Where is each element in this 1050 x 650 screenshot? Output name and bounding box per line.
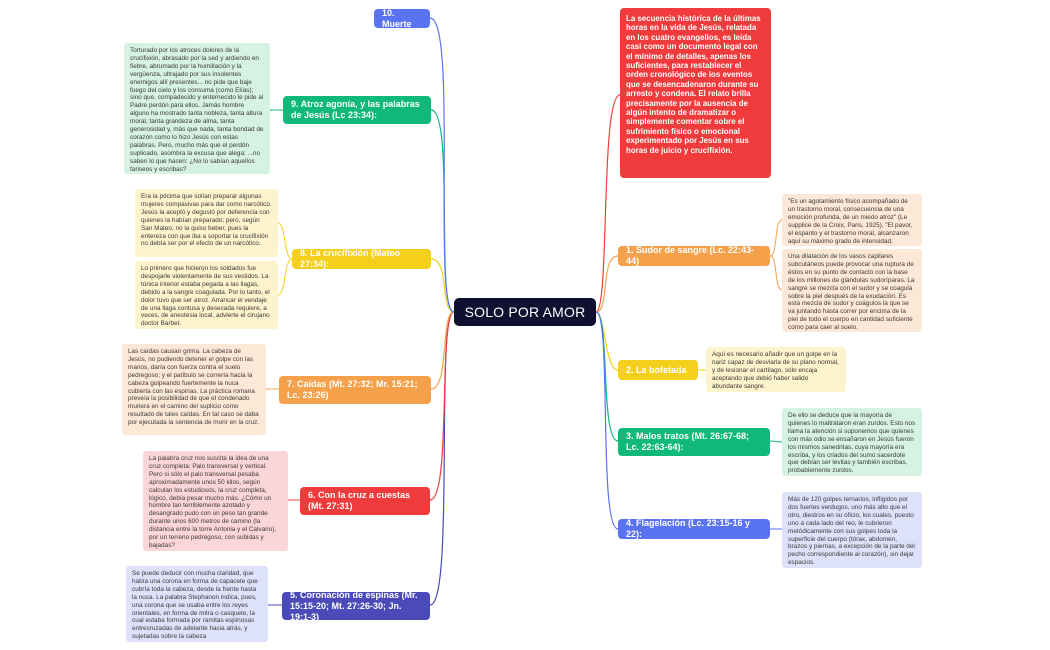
link-center-n10 <box>429 17 455 313</box>
topic-sudor-de-sangre[interactable]: 1. Sudor de sangre (Lc. 22:43-44) <box>618 245 770 266</box>
note-sudor-2: Una dilatación de los vasos capilares su… <box>782 249 922 332</box>
topic-con-la-cruz-a-cuestas[interactable]: 6. Con la cruz a cuestas (Mt. 27:31) <box>300 487 430 515</box>
link-center-n8 <box>430 258 455 313</box>
link-center-intro <box>595 94 621 313</box>
intro-note[interactable]: La secuencia histórica de la últimas hor… <box>620 8 771 178</box>
note-malos-tratos: De ello se deduce que la mayoría de quie… <box>782 408 922 476</box>
topic-muerte[interactable]: 10. Muerte <box>374 8 430 29</box>
topic-caidas[interactable]: 7. Caídas (Mt. 27:32; Mr. 15:21; Lc. 23:… <box>279 376 431 404</box>
topic-la-crucifixion[interactable]: 8. La crucifixión (Mateo 27:34): <box>292 248 431 269</box>
link-n1-note-a <box>769 219 783 257</box>
topic-flagelacion[interactable]: 4. Flagelación (Lc. 23:15-16 y 22): <box>618 518 770 539</box>
link-n8-note-a <box>277 222 293 260</box>
note-crucifixion-1: Era la pócima que solían preparar alguna… <box>135 189 278 257</box>
link-center-n7 <box>430 311 455 390</box>
note-atroz-agonia: Torturado por los atroces dolores de la … <box>124 43 270 174</box>
central-topic[interactable]: SOLO POR AMOR <box>454 298 596 326</box>
note-bofetada: Aquí es necesario añadir que un golpe en… <box>706 347 846 392</box>
link-center-n4 <box>595 311 619 530</box>
link-center-n2 <box>595 311 619 371</box>
link-n3-note <box>769 440 783 443</box>
topic-la-bofetada[interactable]: 2. La bofetada <box>618 360 698 380</box>
link-center-n3 <box>595 311 619 442</box>
link-center-n9 <box>430 109 455 313</box>
note-sudor-1: "Es un agotamiento físico acompañado de … <box>782 194 922 246</box>
note-flagelacion: Más de 120 golpes ternarios, infligidos … <box>782 492 922 568</box>
link-n8-note-b <box>277 258 293 296</box>
link-center-n6 <box>429 311 455 501</box>
topic-coronacion-de-espinas[interactable]: 5. Coronación de espinas (Mr. 15:15-20; … <box>282 590 430 622</box>
note-crucifixion-2: Lo primero que hicieron los soldados fue… <box>135 261 278 329</box>
note-coronacion: Se puede deducir con mucha claridad, que… <box>126 566 268 642</box>
link-n1-note-b <box>769 255 783 291</box>
note-caidas: Las caídas causan grima. La cabeza de Je… <box>122 344 266 435</box>
topic-malos-tratos[interactable]: 3. Malos tratos (Mt. 26:67-68; Lc. 22:63… <box>618 428 770 456</box>
topic-atroz-agonia[interactable]: 9. Atroz agonía, y las palabras de Jesús… <box>283 96 431 124</box>
link-center-n1 <box>595 255 619 313</box>
note-cruz-a-cuestas: La palabra cruz nos suscita la idea de u… <box>143 451 288 551</box>
